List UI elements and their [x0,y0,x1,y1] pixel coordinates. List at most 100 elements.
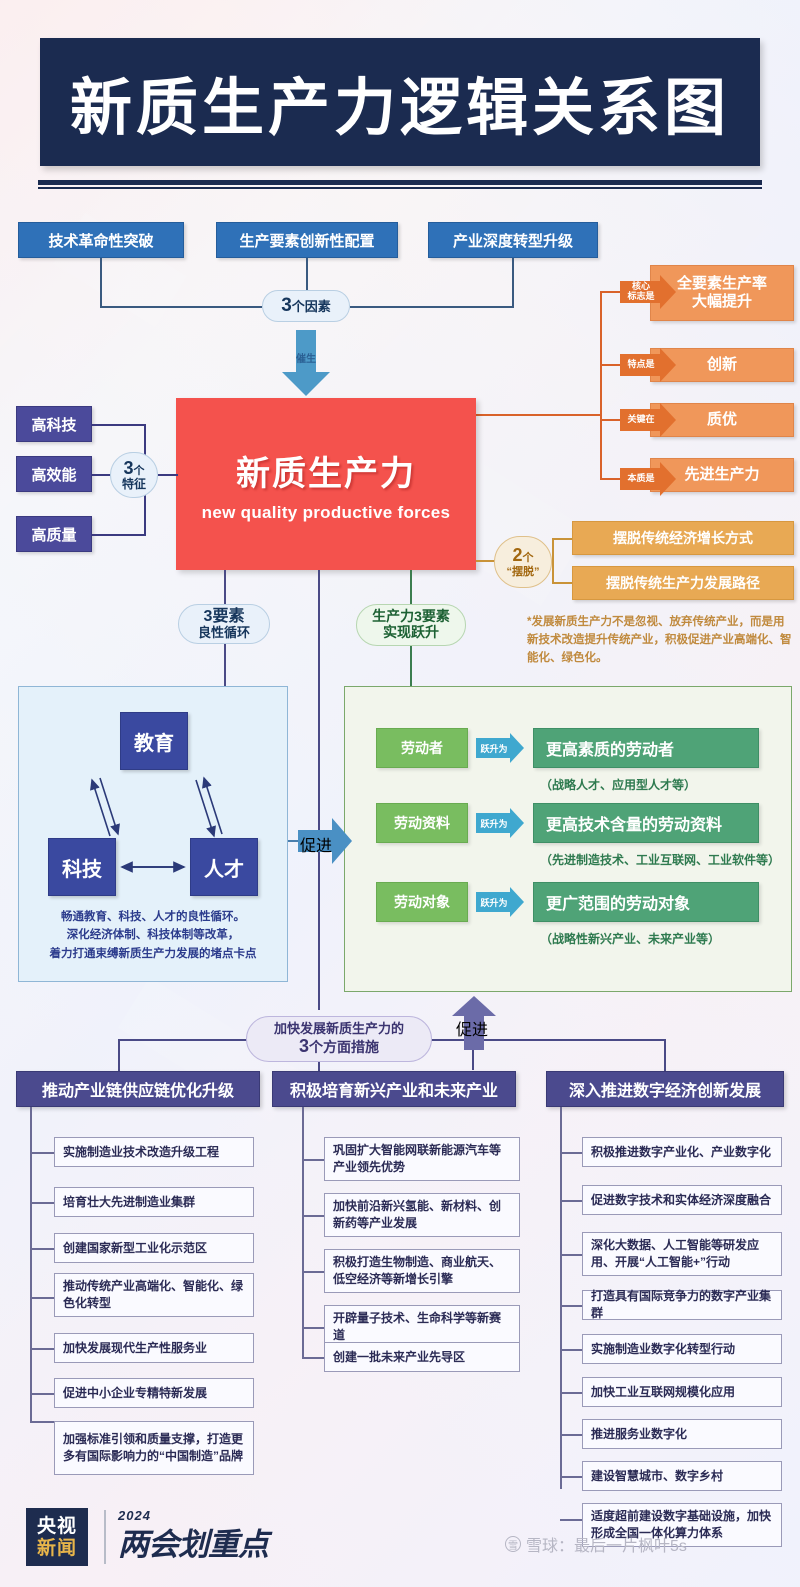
column-3-item-8[interactable]: 建设智慧城市、数字乡村 [582,1461,782,1491]
escape-box-2[interactable]: 摆脱传统生产力发展路径 [572,566,794,600]
escape-label-2: 摆脱传统生产力发展路径 [606,575,760,591]
column-1-item-7-text: 加强标准引领和质量支撑，打造更多有国际影响力的“中国制造”品牌 [63,1432,244,1463]
column-1-item-2[interactable]: 培育壮大先进制造业集群 [54,1187,254,1217]
factor-label-2: 生产要素创新性配置 [239,232,375,250]
column-2-item-5-text: 创建一批未来产业先导区 [333,1349,466,1364]
column-2-item-2-text: 加快前沿新兴氢能、新材料、创新药等产业发展 [333,1199,502,1230]
column-3-item-7[interactable]: 推进服务业数字化 [582,1419,782,1449]
column-3-stem-8 [560,1476,582,1478]
core-to-measures-line [318,570,320,1010]
column-1-item-3[interactable]: 创建国家新型工业化示范区 [54,1233,254,1263]
feature-stem-3 [92,534,146,536]
cuisheng-label: 催生 [296,354,316,365]
column-1-item-6[interactable]: 促进中小企业专精特新发展 [54,1378,254,1408]
green-connector-line1: 生产力3要素 [372,608,450,625]
productivity-label-1[interactable]: 劳动者 [376,728,468,768]
column-3-stem-4 [560,1305,582,1307]
productivity-result-3[interactable]: 更广范围的劳动对象 [533,882,759,922]
column-1-item-4[interactable]: 推动传统产业高端化、智能化、绿色化转型 [54,1273,254,1317]
escape-count-pill: 2 个 “摆脱” [494,536,552,588]
column-1-item-6-text: 促进中小企业专精特新发展 [63,1385,208,1400]
column-2-item-3[interactable]: 积极打造生物制造、商业航天、低空经济等新增长引擎 [324,1249,520,1293]
feature-label-1: 高科技 [31,416,77,434]
column-3-item-2[interactable]: 促进数字技术和实体经济深度融合 [582,1185,782,1215]
triangle-node-talent[interactable]: 人才 [190,838,258,896]
column-3-item-9[interactable]: 适度超前建设数字基础设施，加快形成全国一体化算力体系 [582,1503,782,1547]
cujin-stem-line [288,840,300,842]
factor-label-3: 产业深度转型升级 [452,232,573,250]
column-2-item-5[interactable]: 创建一批未来产业先导区 [324,1342,520,1372]
attribute-arrow-4-icon [620,462,676,496]
column-1-stem-vertical [30,1107,32,1423]
column-2-stem-4 [302,1327,324,1329]
column-3-item-5[interactable]: 实施制造业数字化转型行动 [582,1334,782,1364]
title-divider [38,180,762,185]
column-1-stem-4 [30,1297,54,1299]
column-3-item-1[interactable]: 积极推进数字产业化、产业数字化 [582,1137,782,1167]
triangle-node-technology[interactable]: 科技 [48,838,116,896]
escape-box-1[interactable]: 摆脱传统经济增长方式 [572,521,794,555]
column-1-stem-1 [30,1152,54,1154]
feature-box-2[interactable]: 高效能 [16,456,92,492]
column-2-item-2[interactable]: 加快前沿新兴氢能、新材料、创新药等产业发展 [324,1193,520,1237]
column-1-stem-5 [30,1348,54,1350]
attribute-arrow-3-icon [620,403,676,437]
attribute-arrow-1-icon [620,275,676,309]
logo-divider [104,1510,106,1564]
column-3-item-6[interactable]: 加快工业互联网规模化应用 [582,1377,782,1407]
attribute-tag-4-line1: 本质是 [627,473,655,484]
measures-column-2-header[interactable]: 积极培育新兴产业和未来产业 [272,1071,516,1107]
measures-column-1-header[interactable]: 推动产业链供应链优化升级 [16,1071,260,1107]
triangle-connector-line1: 3要素 [203,607,245,625]
column-1-item-1[interactable]: 实施制造业技术改造升级工程 [54,1137,254,1167]
triangle-node-education[interactable]: 教育 [120,712,188,770]
factor-box-1[interactable]: 技术革命性突破 [18,222,184,258]
core-concept-subtitle: new quality productive forces [201,502,451,522]
column-1-item-7[interactable]: 加强标准引领和质量支撑，打造更多有国际影响力的“中国制造”品牌 [54,1421,254,1475]
triangle-caption-line1: 畅通教育、科技、人才的良性循环。 [61,911,245,923]
measures-pill-line1: 加快发展新质生产力的 [273,1020,404,1036]
factor-box-3[interactable]: 产业深度转型升级 [428,222,598,258]
triangle-node-talent-label: 人才 [204,858,244,881]
feature-box-3[interactable]: 高质量 [16,516,92,552]
column-2-item-1[interactable]: 巩固扩大智能网联新能源汽车等产业领先优势 [324,1137,520,1181]
column-1-item-3-text: 创建国家新型工业化示范区 [63,1240,208,1255]
column-3-item-4-text: 打造具有国际竞争力的数字产业集群 [591,1289,772,1320]
column-3-stem-9 [560,1519,582,1521]
factors-count-unit: 个因素 [291,299,331,315]
factor-label-1: 技术革命性突破 [48,232,154,250]
column-1-item-1-text: 实施制造业技术改造升级工程 [63,1144,220,1159]
core-to-attributes-line [476,414,602,416]
productivity-result-1[interactable]: 更高素质的劳动者 [533,728,759,768]
attribute-stem-2 [600,364,622,366]
column-3-item-4[interactable]: 打造具有国际竞争力的数字产业集群 [582,1289,782,1320]
column-1-stem-7 [30,1421,54,1423]
productivity-result-2[interactable]: 更高技术含量的劳动资料 [533,803,759,843]
column-3-item-3[interactable]: 深化大数据、人工智能等研发应用、开展“人工智能+”行动 [582,1232,782,1276]
logo-slogan: 两会划重点 [118,1527,269,1563]
productivity-label-2[interactable]: 劳动资料 [376,803,468,843]
attribute-stem-1 [600,291,622,293]
factor-box-2[interactable]: 生产要素创新性配置 [216,222,398,258]
yuesheng-arrow-1-icon [476,733,524,763]
column-2-stem-1 [302,1159,324,1161]
measures-column-3-header[interactable]: 深入推进数字经济创新发展 [546,1071,784,1107]
attribute-box-4[interactable]: 先进生产力 [650,458,794,492]
column-3-item-6-text: 加快工业互联网规模化应用 [591,1384,736,1399]
escape-label-1: 摆脱传统经济增长方式 [613,530,753,546]
attribute-tag-3-line1: 关键在 [627,414,655,425]
productivity-label-3[interactable]: 劳动对象 [376,882,468,922]
core-concept-box[interactable]: 新质生产力 new quality productive forces [176,398,476,570]
features-count-pill: 3 个 特征 [110,452,158,498]
yuesheng-tag-3-text: 跃升为 [480,897,508,908]
column-1-item-2-text: 培育壮大先进制造业集群 [63,1194,196,1209]
triangle-node-technology-label: 科技 [62,858,102,881]
attribute-tag-1: 核心 标志是 [620,275,676,309]
features-count-number: 3 [123,458,134,479]
productivity-label-2-text: 劳动资料 [394,815,450,831]
column-1-item-5[interactable]: 加快发展现代生产性服务业 [54,1333,254,1363]
column-2-item-4[interactable]: 开辟量子技术、生命科学等新赛道 [324,1305,520,1349]
feature-box-1[interactable]: 高科技 [16,406,92,442]
feature-label-2: 高效能 [31,466,77,484]
escape-bus-line [552,538,554,584]
